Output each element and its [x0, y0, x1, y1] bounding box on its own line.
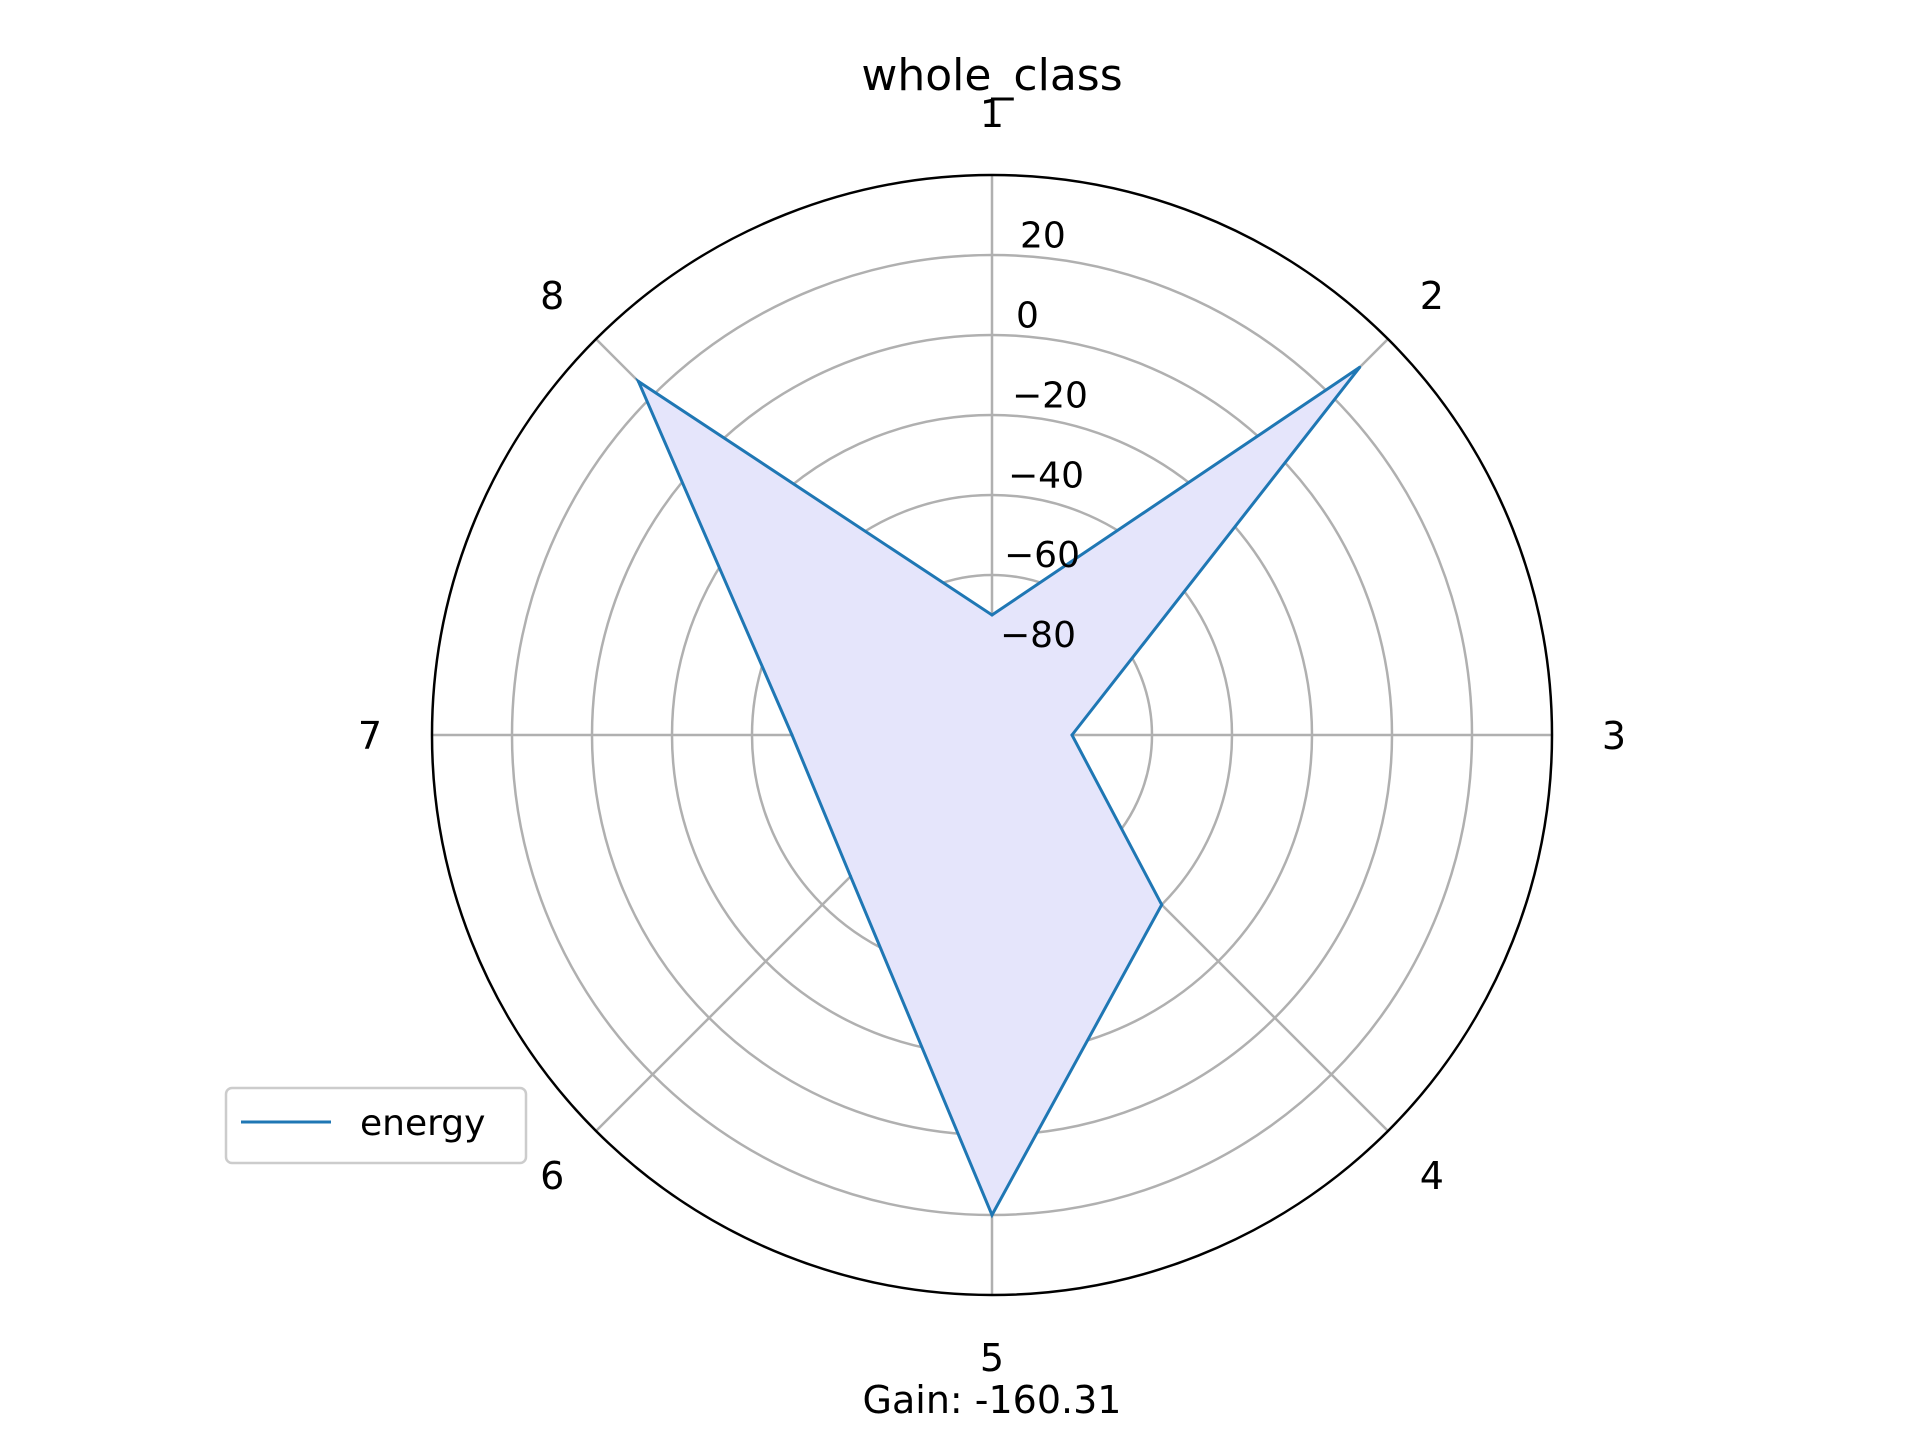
angle-label: 7: [358, 714, 382, 758]
gain-caption: Gain: -160.31: [863, 1378, 1122, 1422]
series-fill: [638, 367, 1360, 1215]
angle-label: 1: [980, 92, 1004, 136]
angle-label: 4: [1420, 1154, 1444, 1198]
radial-tick-label: −60: [1004, 535, 1080, 576]
radial-tick-label: 20: [1020, 216, 1066, 257]
radial-tick-labels: −80 −60 −40 −20 0 20: [1000, 216, 1088, 656]
radial-tick-label: −20: [1012, 375, 1088, 416]
angle-label: 8: [540, 274, 564, 318]
radial-tick-label: −40: [1008, 455, 1084, 496]
angle-labels: 1 2 3 4 5 6 7 8: [358, 92, 1626, 1380]
chart-title: whole_class: [861, 50, 1122, 101]
angle-label: 5: [980, 1336, 1004, 1380]
series-layer: [635, 365, 1362, 1219]
legend-frame: [224, 1086, 528, 1165]
angle-label: 2: [1420, 274, 1444, 318]
series-point: [849, 874, 853, 878]
legend-label: energy: [360, 1103, 485, 1144]
series-point: [1070, 733, 1074, 737]
series-point: [990, 1213, 994, 1217]
angle-label: 6: [540, 1154, 564, 1198]
radial-tick-label: 0: [1016, 296, 1039, 337]
series-point: [1358, 365, 1362, 369]
series-point: [990, 613, 994, 617]
series-point: [636, 379, 640, 383]
series-point: [790, 733, 794, 737]
series-point: [1160, 903, 1164, 907]
angle-label: 3: [1602, 714, 1626, 758]
polar-boundary: [430, 173, 1554, 1297]
radial-tick-label: −80: [1000, 615, 1076, 656]
legend: energy: [224, 1086, 528, 1165]
